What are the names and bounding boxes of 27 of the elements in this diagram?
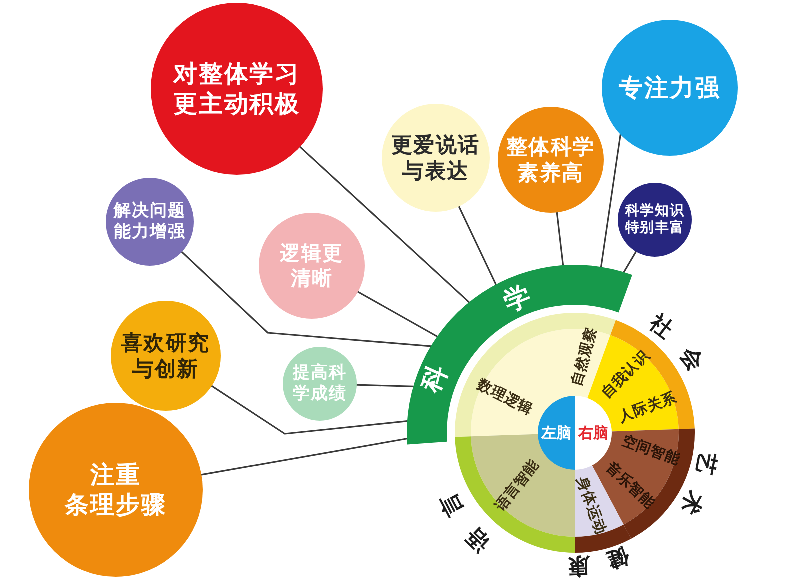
connector-line bbox=[600, 134, 622, 268]
ring-label: 健康 bbox=[568, 542, 633, 578]
circle-text: 喜欢研究与创新 bbox=[120, 330, 212, 382]
circle-text: 对整体学习更主动积极 bbox=[172, 59, 302, 119]
circle-text: 注重条理步骤 bbox=[65, 460, 167, 520]
sector-label: 人际关系 bbox=[617, 390, 679, 426]
circle-text: 科学知识特别丰富 bbox=[624, 202, 686, 238]
circle-text: 专注力强 bbox=[618, 73, 722, 103]
connector-line bbox=[200, 438, 408, 476]
connector-line bbox=[181, 251, 432, 348]
connector-line bbox=[623, 251, 637, 274]
half-disc-label: 左脑 bbox=[542, 424, 572, 442]
connector-line bbox=[458, 206, 497, 286]
connector-line bbox=[211, 385, 408, 435]
sector-label: 自然观察 bbox=[570, 326, 600, 388]
circle-text: 提高科学成绩 bbox=[292, 362, 348, 406]
circle-text: 整体科学素养高 bbox=[505, 134, 597, 186]
connector-line bbox=[300, 146, 470, 304]
circle-text: 逻辑更清晰 bbox=[279, 241, 345, 291]
connector-line bbox=[357, 291, 438, 338]
circle-text: 解决问题能力增强 bbox=[112, 200, 188, 244]
sector-label: 数理逻辑 bbox=[474, 378, 536, 418]
circle-text: 更爱说话与表达 bbox=[390, 132, 482, 184]
sector-label: 语言智能 bbox=[494, 458, 542, 514]
half-disc-label: 右脑 bbox=[578, 424, 608, 442]
connector-line bbox=[356, 384, 414, 388]
connector-line bbox=[556, 212, 564, 266]
